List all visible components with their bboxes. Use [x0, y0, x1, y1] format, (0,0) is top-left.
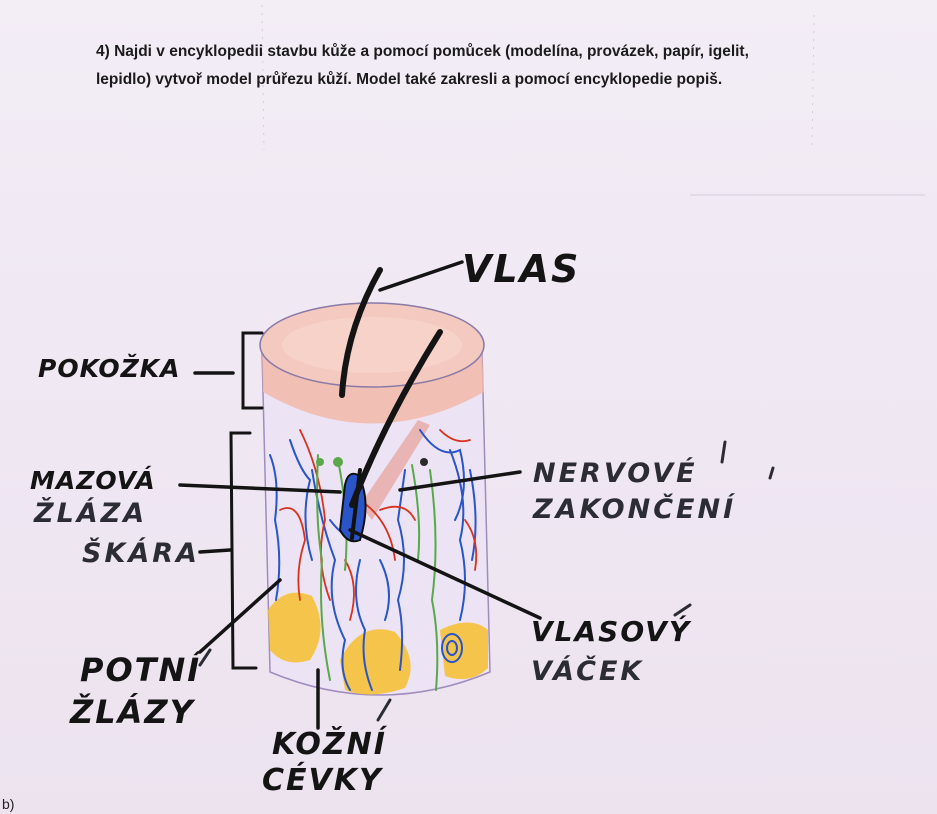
- corner-mark: b): [2, 796, 14, 812]
- label-potni: POTNÍ: [80, 654, 201, 686]
- epidermis-bracket: [243, 333, 262, 408]
- label-vlasovy: VLASOVÝ: [531, 618, 691, 646]
- scan-artifacts: [262, 5, 925, 195]
- label-zlazy: ŽLÁZY: [70, 696, 195, 728]
- label-vacek: VÁČEK: [531, 658, 644, 685]
- label-nervove: NERVOVÉ: [533, 460, 698, 487]
- label-pokozka: POKOŽKA: [38, 356, 180, 381]
- sebaceous-gland-dot: [333, 457, 343, 467]
- label-vlas: VLAS: [462, 250, 580, 288]
- label-mazova: MAZOVÁ: [30, 468, 156, 493]
- dermis-bracket: [231, 433, 256, 668]
- pointer-skara: [200, 550, 230, 552]
- label-zlaza: ŽLÁZA: [34, 500, 147, 527]
- nerve-ending-dot: [420, 458, 428, 466]
- label-cevky: CÉVKY: [262, 766, 383, 796]
- pointer-vlas: [380, 262, 462, 290]
- label-skara: ŠKÁRA: [82, 540, 200, 567]
- label-kozni: KOŽNÍ: [272, 730, 387, 760]
- label-zakonceni: ZAKONČENÍ: [533, 496, 736, 523]
